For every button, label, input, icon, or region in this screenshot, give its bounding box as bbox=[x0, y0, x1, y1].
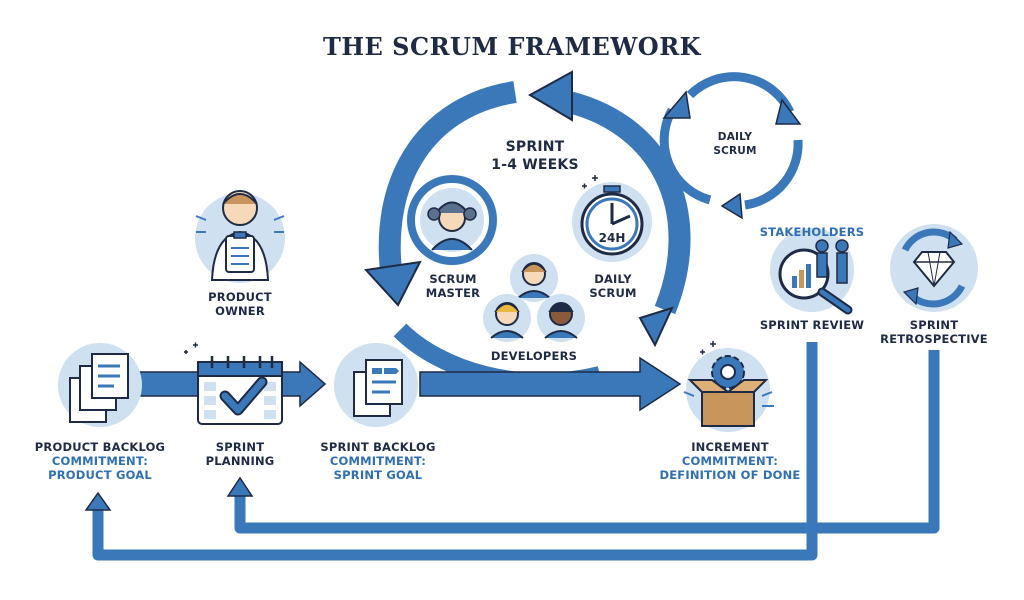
sprint-review-label: SPRINT REVIEW bbox=[759, 318, 865, 332]
daily-scrum-loop bbox=[659, 72, 803, 220]
page-title: THE SCRUM FRAMEWORK bbox=[322, 32, 702, 61]
increment-box-icon bbox=[683, 341, 774, 432]
sprint-cycle-arrowhead-bottom bbox=[638, 306, 674, 348]
sprint-cycle-arrowhead-left bbox=[363, 260, 422, 307]
product-owner-icon bbox=[195, 190, 285, 283]
clock-text: 24H bbox=[599, 231, 626, 245]
sprint-backlog-label: SPRINT BACKLOG COMMITMENT: SPRINT GOAL bbox=[320, 440, 436, 482]
stakeholders-label: STAKEHOLDERS bbox=[759, 225, 865, 239]
sprint-review-icon bbox=[770, 228, 854, 315]
sprint-backlog-icon bbox=[334, 343, 418, 427]
sprint-cycle-arrowhead-top bbox=[527, 70, 573, 122]
sprint-cycle-arrow-left bbox=[378, 81, 517, 282]
developers-icon bbox=[483, 254, 585, 342]
clock-icon: 24H bbox=[572, 175, 652, 262]
diamond-cycle-icon bbox=[890, 224, 978, 312]
developers-label: DEVELOPERS bbox=[490, 349, 578, 363]
sprint-cycle-arrow-right bbox=[557, 89, 691, 315]
increment-label: INCREMENT COMMITMENT: DEFINITION OF DONE bbox=[659, 440, 801, 482]
product-backlog-icon bbox=[58, 343, 142, 427]
feedback-arrows bbox=[84, 342, 940, 561]
product-backlog-label: PRODUCT BACKLOG COMMITMENT: PRODUCT GOAL bbox=[34, 440, 166, 482]
scrum-master-icon bbox=[407, 175, 497, 265]
sprint-planning-icon bbox=[184, 342, 283, 425]
